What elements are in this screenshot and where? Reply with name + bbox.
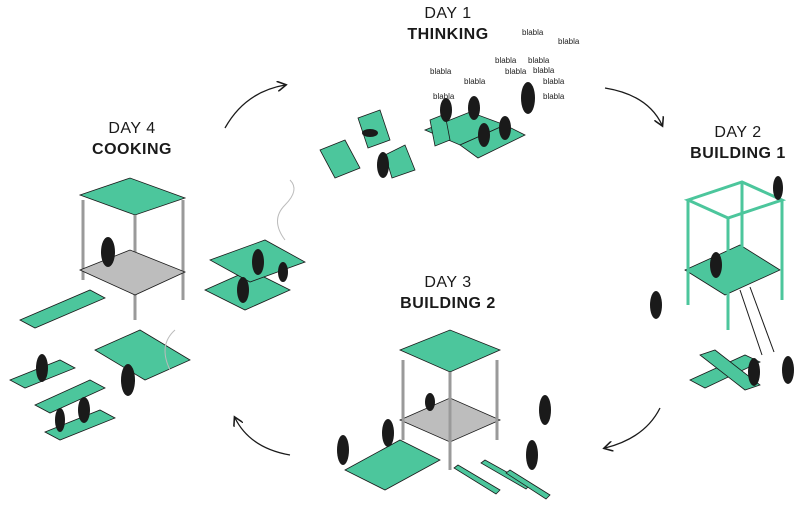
speech-text: blabla bbox=[505, 67, 527, 76]
speech-text: blabla bbox=[430, 67, 452, 76]
arrow-day1-to-day2 bbox=[604, 87, 662, 125]
stage-title: COOKING bbox=[92, 141, 172, 158]
speech-text: blabla bbox=[533, 66, 555, 75]
stage-day: DAY 4 bbox=[108, 120, 156, 137]
speech-text: blabla bbox=[543, 92, 565, 101]
building1-scene bbox=[650, 176, 794, 391]
speech-text: blabla bbox=[522, 28, 544, 37]
stage-day4-label: DAY 4 COOKING bbox=[52, 118, 212, 160]
speech-text: blabla bbox=[558, 37, 580, 46]
arrow-day4-to-day1 bbox=[224, 85, 285, 129]
stage-day: DAY 1 bbox=[424, 5, 472, 22]
speech-text: blabla bbox=[433, 92, 455, 101]
arrow-day3-to-day4 bbox=[235, 418, 291, 456]
stage-title: THINKING bbox=[407, 26, 489, 43]
stage-day: DAY 3 bbox=[424, 274, 472, 291]
cooking-scene bbox=[9, 177, 306, 441]
stage-day3-label: DAY 3 BUILDING 2 bbox=[368, 272, 528, 314]
stage-day2-label: DAY 2 BUILDING 1 bbox=[658, 122, 800, 164]
building2-scene bbox=[337, 329, 551, 500]
stage-title: BUILDING 1 bbox=[690, 145, 786, 162]
stage-day: DAY 2 bbox=[714, 124, 762, 141]
speech-text: blabla bbox=[464, 77, 486, 86]
arrow-day2-to-day3 bbox=[605, 407, 661, 448]
stage-title: BUILDING 2 bbox=[400, 295, 496, 312]
speech-text: blabla bbox=[543, 77, 565, 86]
speech-text: blabla bbox=[495, 56, 517, 65]
speech-text: blabla bbox=[528, 56, 550, 65]
thinking-scene bbox=[319, 109, 526, 179]
stage-day1-label: DAY 1 THINKING bbox=[368, 3, 528, 45]
thinking-people bbox=[362, 82, 535, 178]
